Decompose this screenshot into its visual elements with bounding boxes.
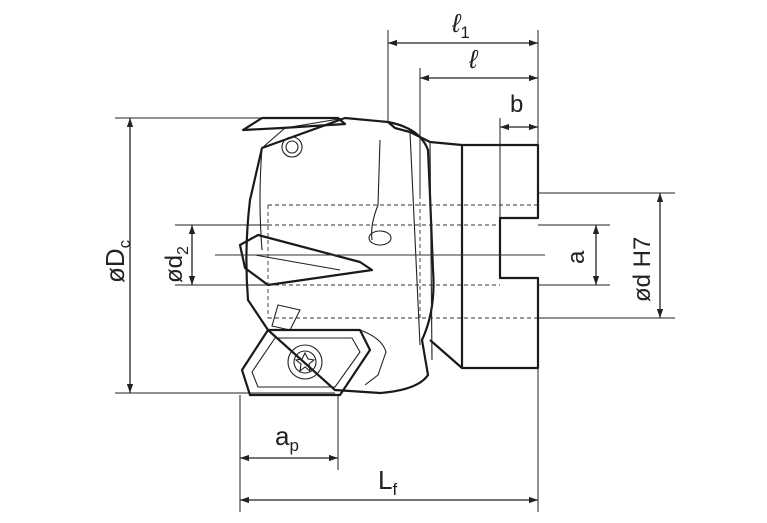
dim-l-label: ℓ (468, 44, 479, 74)
dim-a-label: a (563, 250, 590, 264)
dimension-lines (126, 39, 664, 504)
dim-ap-label: ap (275, 421, 299, 455)
dim-dh7-label: ød H7 (629, 237, 656, 302)
dim-b-label: b (510, 91, 523, 118)
dim-l1-label: ℓ1 (451, 8, 470, 42)
cutter-body (215, 116, 545, 397)
dim-lf-label: Lf (378, 465, 397, 499)
dim-d2-label: ød2 (161, 246, 192, 283)
extension-lines (115, 30, 675, 512)
dim-dc-label: øDc (100, 239, 134, 283)
